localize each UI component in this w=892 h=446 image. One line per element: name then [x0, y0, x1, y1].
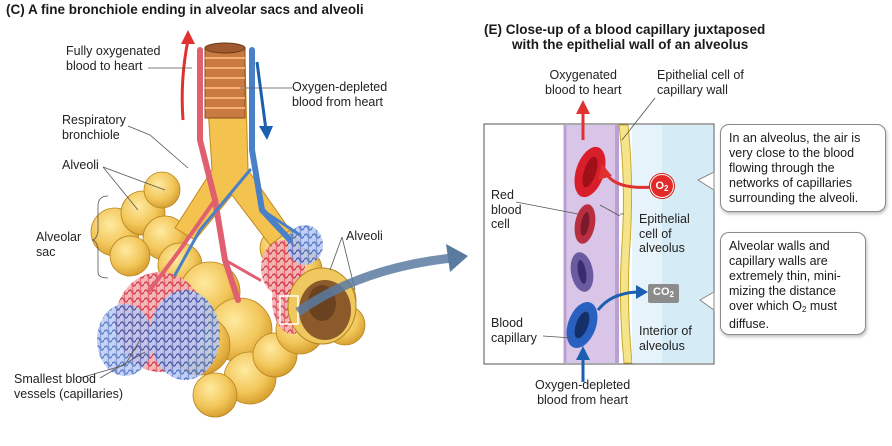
label-red-blood-cell: Red blood cell — [491, 188, 522, 231]
label-alveoli-right: Alveoli — [346, 229, 383, 243]
label-epithelial-alveolus: Epithelial cell of alveolus — [639, 212, 690, 255]
panel-e-title: (E) Close-up of a blood capillary juxtap… — [484, 22, 766, 52]
note-2-pointer — [699, 291, 715, 311]
vessels — [148, 47, 302, 303]
bronchiole-trunk — [174, 42, 291, 246]
panel-c-title: (C) A fine bronchiole ending in alveolar… — [6, 2, 364, 17]
note-air-close-to-blood: In an alveolus, the air is very close to… — [720, 124, 886, 212]
label-interior-alveolus: Interior of alveolus — [639, 324, 692, 353]
note-thin-walls: Alveolar walls and capillary walls are e… — [720, 232, 866, 335]
label-alveoli-left: Alveoli — [62, 158, 99, 172]
label-blood-capillary: Blood capillary — [491, 316, 537, 345]
label-alveolar-sac: Alveolar sac — [36, 230, 82, 259]
label-oxygenated: Oxygenated blood to heart — [545, 68, 622, 97]
flow-arrows-e — [576, 100, 653, 382]
label-smallest-vessels: Smallest blood vessels (capillaries) — [14, 372, 124, 401]
zoom-arrow — [295, 253, 453, 316]
label-oxygen-depleted-c: Oxygen-depleted blood from heart — [292, 80, 388, 109]
red-blood-cells — [566, 146, 606, 349]
label-fully-oxygenated: Fully oxygenated blood to heart — [66, 44, 161, 73]
zoom-arrowhead — [446, 244, 468, 272]
label-epithelial-capillary: Epithelial cell of capillary wall — [657, 68, 744, 97]
note-1-pointer — [696, 171, 715, 191]
label-respiratory-bronchiole: Respiratory bronchiole — [62, 113, 126, 142]
o2-badge: O2 — [650, 174, 674, 198]
flow-arrows-c — [180, 30, 273, 140]
leaders-c — [79, 67, 356, 379]
leaders-e — [515, 97, 656, 339]
label-oxygen-depleted-e: Oxygen-depleted blood from heart — [535, 378, 631, 407]
co2-badge: CO2 — [648, 284, 679, 303]
